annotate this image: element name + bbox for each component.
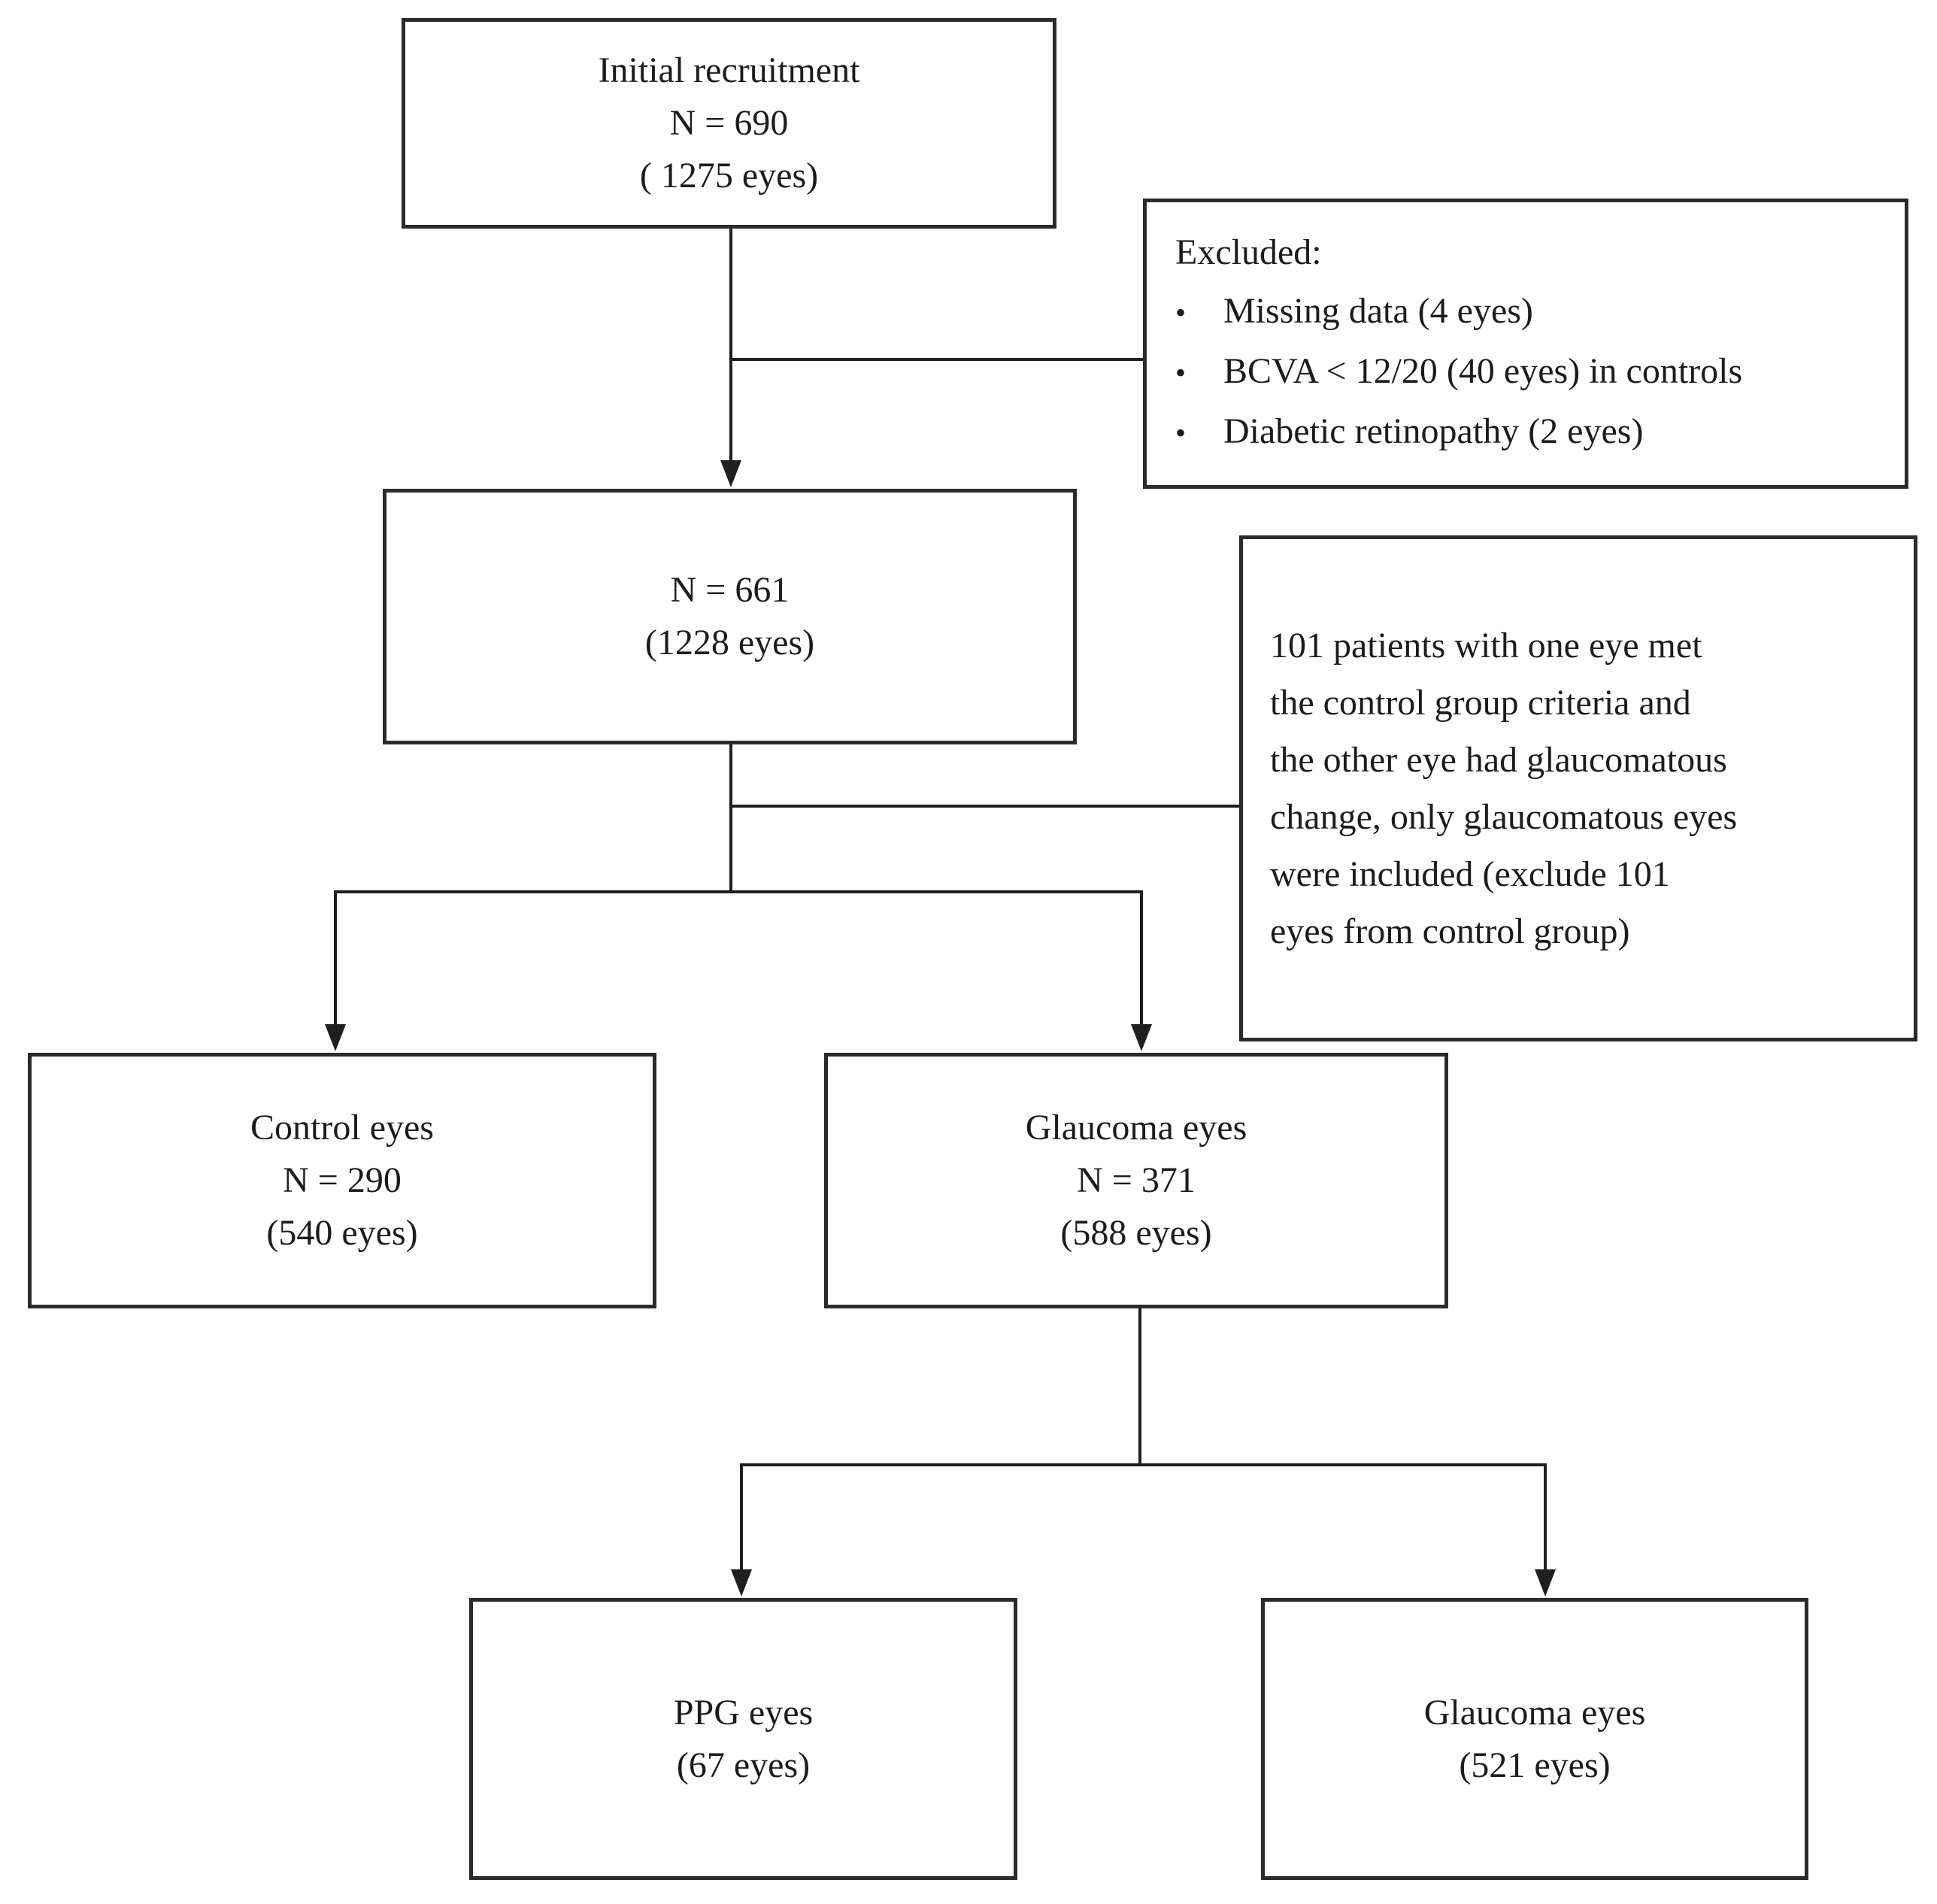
arrowhead-glaucoma-final: [1535, 1569, 1556, 1596]
note-line: eyes from control group): [1270, 911, 1630, 951]
node-glaucoma-final: Glaucoma eyes (521 eyes): [1261, 1598, 1808, 1880]
note-line: change, only glaucomatous eyes: [1270, 796, 1738, 837]
note-line: the other eye had glaucomatous: [1270, 739, 1727, 780]
node-initial-recruitment: Initial recruitment N = 690 ( 1275 eyes): [402, 18, 1056, 229]
node-label: Glaucoma eyes: [1423, 1692, 1646, 1733]
node-label: PPG eyes: [673, 1692, 814, 1733]
node-excluded: Excluded: • Missing data (4 eyes) • BCVA…: [1143, 199, 1908, 489]
node-count-patients: N = 371: [1077, 1160, 1196, 1200]
node-count-eyes: ( 1275 eyes): [639, 156, 819, 196]
node-ppg-eyes: PPG eyes (67 eyes): [469, 1598, 1017, 1880]
node-count-eyes: (588 eyes): [1060, 1213, 1212, 1253]
excluded-item: • Missing data (4 eyes): [1175, 282, 1533, 342]
arrowhead-ppg: [731, 1569, 752, 1596]
excluded-item-text: BCVA < 12/20 (40 eyes) in controls: [1223, 351, 1743, 391]
node-count-patients: N = 290: [283, 1160, 402, 1200]
node-count-eyes: (67 eyes): [676, 1745, 811, 1785]
bullet-icon: •: [1175, 416, 1187, 450]
excluded-title: Excluded:: [1175, 232, 1322, 272]
node-count-eyes: (1228 eyes): [644, 623, 815, 662]
excluded-item: • Diabetic retinopathy (2 eyes): [1175, 402, 1643, 462]
node-count-eyes: (521 eyes): [1459, 1745, 1611, 1785]
excluded-item: • BCVA < 12/20 (40 eyes) in controls: [1175, 342, 1742, 402]
note-line: were included (exclude 101: [1270, 853, 1670, 894]
bullet-icon: •: [1175, 296, 1187, 329]
arrowhead-glaucoma: [1131, 1024, 1152, 1051]
excluded-item-text: Missing data (4 eyes): [1223, 291, 1533, 331]
node-count-patients: N = 690: [669, 103, 789, 143]
bullet-icon: •: [1175, 356, 1187, 390]
node-count-patients: N = 661: [670, 570, 790, 610]
node-label: Control eyes: [250, 1108, 434, 1148]
arrowhead-eligible: [720, 460, 741, 487]
node-label: Glaucoma eyes: [1025, 1108, 1247, 1148]
note-line: 101 patients with one eye met: [1270, 625, 1702, 665]
node-count-eyes: (540 eyes): [266, 1213, 418, 1253]
node-control-eyes: Control eyes N = 290 (540 eyes): [28, 1053, 656, 1308]
node-note-101: 101 patients with one eye met the contro…: [1239, 535, 1917, 1041]
note-line: the control group criteria and: [1270, 682, 1691, 723]
excluded-item-text: Diabetic retinopathy (2 eyes): [1223, 411, 1644, 451]
arrowhead-control: [325, 1024, 346, 1051]
node-label: Initial recruitment: [598, 50, 860, 90]
node-eligible: N = 661 (1228 eyes): [383, 489, 1077, 744]
node-glaucoma-eyes: Glaucoma eyes N = 371 (588 eyes): [824, 1053, 1448, 1308]
